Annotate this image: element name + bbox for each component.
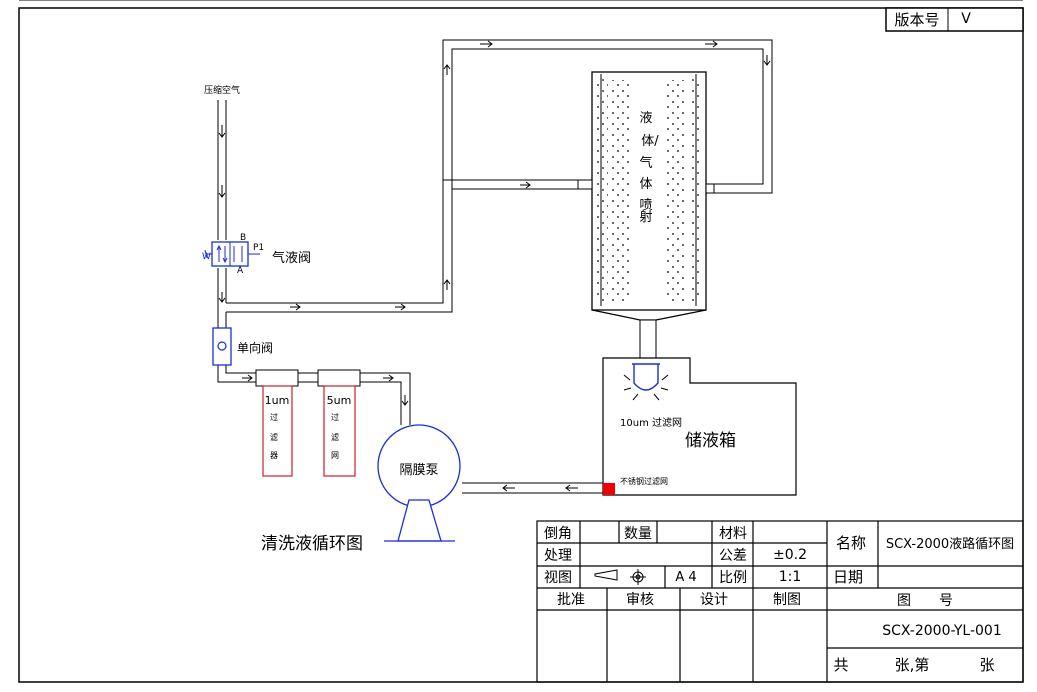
tb-tolerance-value: ±0.2 xyxy=(773,547,807,563)
tb-sheets-end: 张 xyxy=(979,656,994,674)
tb-view: 视图 xyxy=(544,570,572,586)
spray-char-2: 体/ xyxy=(641,134,659,149)
spray-char-5: 喷 xyxy=(639,198,652,213)
compressed-air-label: 压缩空气 xyxy=(204,84,240,96)
revision-box: 版本号 V xyxy=(885,7,1024,32)
diaphragm-pump: 隔膜泵 xyxy=(377,424,461,542)
spray-char-1: 液 xyxy=(639,111,652,126)
tb-approve: 批准 xyxy=(557,592,585,608)
tb-scale-label: 比例 xyxy=(719,570,747,586)
tb-design: 设计 xyxy=(700,592,728,608)
tb-draw: 制图 xyxy=(773,592,801,608)
tb-material: 材料 xyxy=(719,526,747,542)
filter-5um: 5um 过 滤 网 xyxy=(317,369,361,477)
filter-1um: 1um 过 滤 器 xyxy=(255,369,299,477)
tb-sheets-total: 共 xyxy=(833,656,848,674)
pump-label: 隔膜泵 xyxy=(399,463,438,478)
filter-1um-char-2: 滤 xyxy=(270,432,278,442)
spray-char-3: 气 xyxy=(639,155,652,171)
storage-tank: 10um 过滤网 储液箱 不锈钢过滤网 xyxy=(602,357,797,496)
projection-symbol-icon xyxy=(594,569,646,585)
tb-scale-value: 1:1 xyxy=(779,569,802,585)
tb-drawing-no-label: 图 号 xyxy=(897,593,953,609)
tank-filter-label: 10um 过滤网 xyxy=(620,416,682,429)
title-block: 倒角 数量 材料 处理 公差 ±0.2 视图 A 4 比例 1:1 批准 审核 … xyxy=(536,520,1024,683)
revision-label: 版本号 xyxy=(894,11,939,29)
tb-quantity: 数量 xyxy=(624,526,652,542)
filter-5um-char-2: 滤 xyxy=(331,432,339,442)
tb-chamfer: 倒角 xyxy=(544,526,572,542)
steel-filter-label: 不锈钢过滤网 xyxy=(620,476,668,486)
tb-date-label: 日期 xyxy=(833,568,863,586)
diagram-title: 清洗液循环图 xyxy=(261,534,363,554)
filter-1um-rating: 1um xyxy=(265,394,290,407)
filter-1um-char-1: 过 xyxy=(270,412,278,422)
revision-value: V xyxy=(961,11,971,27)
spray-chamber: 液 体/ 气 体 喷 射 xyxy=(577,71,715,359)
spray-char-6: 射 xyxy=(639,209,652,225)
filter-5um-char-1: 过 xyxy=(331,412,339,422)
filter-1um-char-3: 器 xyxy=(270,451,278,460)
check-valve-label: 单向阀 xyxy=(237,340,273,355)
tb-review: 审核 xyxy=(626,592,654,608)
filter-5um-char-3: 网 xyxy=(331,451,339,460)
filter-5um-rating: 5um xyxy=(327,394,352,407)
port-a-label: A xyxy=(237,266,244,276)
air-liquid-valve-label: 气液阀 xyxy=(272,250,311,266)
air-liquid-valve: B P1 W A xyxy=(202,233,264,276)
check-valve xyxy=(212,327,232,366)
tb-name-value: SCX-2000液路循环图 xyxy=(886,536,1014,552)
tb-treatment: 处理 xyxy=(544,548,572,564)
tank-label: 储液箱 xyxy=(685,431,736,451)
port-w-label: W xyxy=(202,252,211,262)
port-b-label: B xyxy=(240,233,246,243)
tb-tolerance-label: 公差 xyxy=(719,548,747,564)
drawing-frame xyxy=(18,0,1024,683)
tb-drawing-no-value: SCX-2000-YL-001 xyxy=(882,623,1002,639)
tb-paper: A 4 xyxy=(675,570,696,585)
pipe-network xyxy=(217,39,773,494)
tb-name-label: 名称 xyxy=(836,534,866,552)
flow-arrows xyxy=(218,40,771,492)
tb-sheets-mid: 张,第 xyxy=(895,656,930,674)
spray-char-4: 体 xyxy=(639,177,652,192)
port-p1-label: P1 xyxy=(253,243,264,253)
